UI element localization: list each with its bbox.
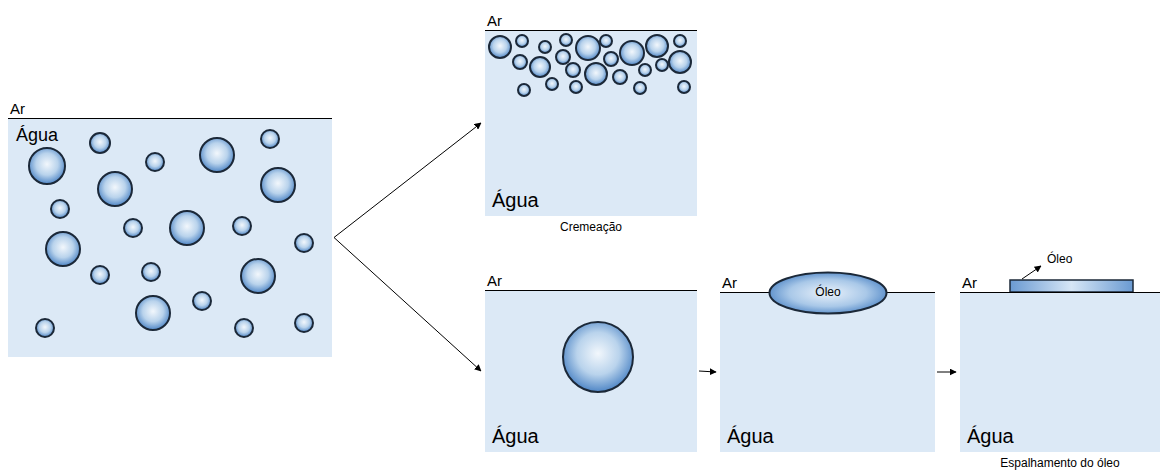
oil-droplet xyxy=(570,81,582,93)
oil-droplet xyxy=(576,36,600,60)
water-panel: ArÁguaCremeação xyxy=(485,30,697,216)
oil-droplets xyxy=(29,34,691,392)
air-label: Ar xyxy=(487,272,502,289)
stage-arrow xyxy=(699,371,716,372)
stage-caption: Cremeação xyxy=(485,221,697,235)
oil-droplet xyxy=(620,41,644,65)
water-panel: ÓleoArÁgua xyxy=(720,292,935,452)
stage-arrow xyxy=(334,238,481,372)
oil-droplet xyxy=(51,200,69,218)
oil-droplet xyxy=(530,57,550,77)
air-label: Ar xyxy=(962,274,977,291)
water-panel: ArÁgua xyxy=(8,118,332,357)
oil-droplet xyxy=(142,263,160,281)
water-panel: ArÁguaEspalhamento do óleo xyxy=(960,292,1160,452)
water-label: Água xyxy=(492,189,539,212)
oil-droplet xyxy=(124,219,142,237)
air-label: Ar xyxy=(487,12,502,29)
oil-droplet xyxy=(518,84,530,96)
oil-droplet xyxy=(613,70,627,84)
oil-droplet xyxy=(539,41,551,53)
oil-droplet xyxy=(170,211,204,245)
oil-droplet xyxy=(261,130,279,148)
oil-film xyxy=(1010,280,1133,292)
water-label: Água xyxy=(967,425,1014,448)
oil-droplet xyxy=(136,296,170,330)
oil-droplet xyxy=(146,153,164,171)
water-fill xyxy=(8,30,1160,452)
oil-droplet xyxy=(669,51,691,73)
oil-droplet xyxy=(556,50,570,64)
oil-droplet xyxy=(516,35,528,47)
oil-droplet xyxy=(604,52,618,66)
leader-line xyxy=(1022,266,1041,279)
oil-droplet xyxy=(646,35,668,57)
oil-droplet xyxy=(563,322,633,392)
air-label: Ar xyxy=(10,100,25,117)
oil-droplet xyxy=(295,234,313,252)
oil-droplet xyxy=(513,55,527,69)
callout-label: Óleo xyxy=(1047,253,1072,267)
oil-droplet xyxy=(36,319,54,337)
oil-label: Óleo xyxy=(815,286,840,300)
oil-droplet xyxy=(46,232,80,266)
oil-droplet xyxy=(200,138,234,172)
oil-droplet xyxy=(241,259,275,293)
water-panel: ArÁgua xyxy=(485,290,697,452)
oil-droplet xyxy=(639,64,651,76)
oil-droplet xyxy=(600,35,612,47)
stage-arrow xyxy=(937,372,956,373)
water-label: Água xyxy=(727,425,774,448)
oil-droplet xyxy=(585,63,607,85)
oil-droplet xyxy=(90,133,110,153)
oil-droplet xyxy=(91,266,109,284)
oil-droplet xyxy=(546,78,558,90)
oil-droplet xyxy=(295,314,313,332)
oil-droplet xyxy=(560,34,572,46)
oil-droplet xyxy=(233,217,251,235)
oil-lens: Óleo xyxy=(768,271,888,315)
water-label: Água xyxy=(492,425,539,448)
oil-lens-shape xyxy=(770,273,887,314)
oil-droplet xyxy=(193,292,211,310)
oil-droplet xyxy=(235,319,253,337)
air-label: Ar xyxy=(722,274,737,291)
stage-caption: Espalhamento do óleo xyxy=(960,457,1160,471)
oil-droplet xyxy=(489,36,511,58)
oil-droplet xyxy=(566,63,580,77)
oil-droplet xyxy=(678,81,690,93)
water-label: Água xyxy=(16,125,58,146)
oil-droplet xyxy=(29,148,65,184)
oil-droplet xyxy=(98,172,132,206)
oil-droplet xyxy=(656,59,668,71)
oil-droplet xyxy=(261,168,295,202)
oil-droplet xyxy=(634,82,646,94)
oil-droplet xyxy=(674,35,686,47)
stage-arrow xyxy=(334,123,481,238)
